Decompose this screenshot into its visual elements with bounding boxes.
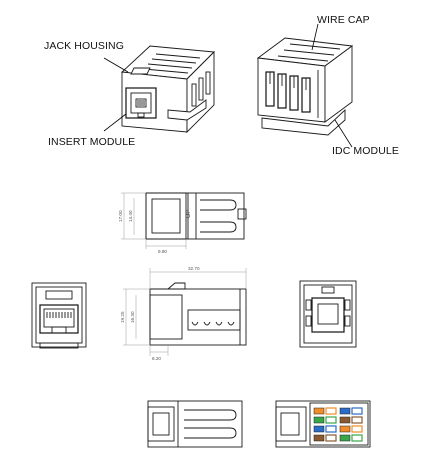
bottom-view bbox=[147, 400, 243, 448]
callout-leaders bbox=[103, 23, 353, 148]
side-slots bbox=[191, 71, 211, 107]
wire-striped-swatch bbox=[325, 425, 337, 433]
wire-striped-swatch bbox=[325, 407, 337, 415]
wire-solid-swatch bbox=[313, 434, 325, 442]
callout-jack-housing: JACK HOUSING bbox=[44, 40, 124, 52]
wire-striped-swatch bbox=[325, 434, 337, 442]
wire-solid-swatch bbox=[339, 416, 351, 424]
wire-solid-swatch bbox=[313, 425, 325, 433]
front-view bbox=[31, 282, 87, 349]
jack-opening bbox=[125, 87, 157, 119]
wire-solid-swatch bbox=[339, 407, 351, 415]
wire-solid-swatch bbox=[313, 416, 325, 424]
callout-idc-module: IDC MODULE bbox=[332, 145, 399, 157]
wire-solid-swatch bbox=[339, 434, 351, 442]
idc-teeth bbox=[265, 71, 311, 113]
iso-view-assembled bbox=[120, 45, 215, 134]
wire-cap-slots bbox=[277, 43, 341, 62]
up-mark: UP bbox=[186, 210, 192, 218]
wire-striped-swatch bbox=[351, 434, 363, 442]
dim-height-outer: 17.00 bbox=[118, 210, 123, 222]
iso-view-exploded bbox=[256, 37, 354, 136]
top-ribs bbox=[143, 53, 201, 74]
front-contacts bbox=[46, 312, 72, 318]
wire-striped-swatch bbox=[325, 416, 337, 424]
callout-insert-module: INSERT MODULE bbox=[48, 136, 136, 148]
dim-height-inner: 14.40 bbox=[128, 210, 133, 222]
callout-wire-cap: WIRE CAP bbox=[317, 14, 370, 26]
rear-view bbox=[299, 280, 357, 348]
dim-side-height-inner: 16.30 bbox=[130, 311, 135, 323]
top-view: UP 17.00 14.40 9.90 bbox=[118, 192, 247, 254]
wire-solid-swatch bbox=[313, 407, 325, 415]
side-view: 32.70 19.25 16.30 8.20 bbox=[120, 266, 247, 361]
wiring-view bbox=[275, 400, 371, 448]
dim-front-width: 9.90 bbox=[158, 249, 167, 254]
dim-tab-offset: 8.20 bbox=[152, 356, 161, 361]
top-view-ribs bbox=[200, 199, 237, 233]
dim-overall-length: 32.70 bbox=[188, 266, 200, 271]
wire-solid-swatch bbox=[339, 425, 351, 433]
dim-side-height-outer: 19.25 bbox=[120, 311, 125, 323]
wire-striped-swatch bbox=[351, 407, 363, 415]
wire-striped-swatch bbox=[351, 416, 363, 424]
wire-color-codes bbox=[313, 407, 363, 442]
wire-striped-swatch bbox=[351, 425, 363, 433]
